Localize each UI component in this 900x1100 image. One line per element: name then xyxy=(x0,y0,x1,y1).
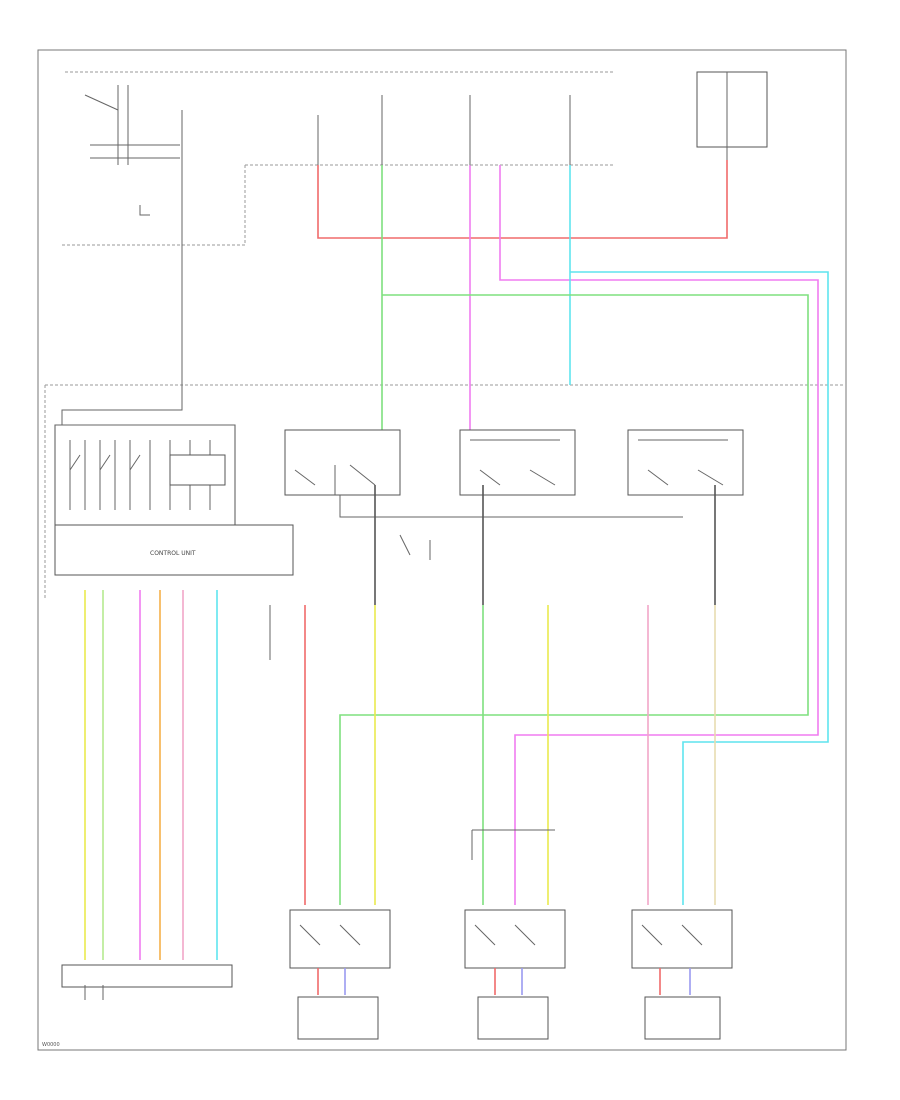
under-hood-fuse-box xyxy=(696,71,768,148)
right-rear-window-motor xyxy=(644,996,721,1040)
driver-switch-connector xyxy=(61,964,233,988)
violet-wire-loop xyxy=(499,165,819,905)
right-rear-window-switch xyxy=(631,909,733,969)
passenger-window-motor xyxy=(297,996,379,1040)
lock-switch xyxy=(399,534,431,560)
left-rear-window-motor xyxy=(477,996,549,1040)
passenger-window-switch xyxy=(289,909,391,969)
relay-box-boundary xyxy=(62,165,246,246)
control-unit-body xyxy=(54,524,294,576)
footer-code: W0000 xyxy=(42,1042,60,1048)
left-rear-switch-box xyxy=(459,429,576,496)
left-rear-window-switch xyxy=(464,909,566,969)
passenger-switch-box xyxy=(284,429,401,496)
ignition-relay xyxy=(84,85,180,216)
control-unit-label: CONTROL UNIT xyxy=(150,550,196,557)
green-wire-loop xyxy=(339,294,809,905)
cyan-wire-loop xyxy=(570,271,829,905)
ground-bus xyxy=(339,495,683,518)
control-unit: CONTROL UNIT xyxy=(54,424,294,576)
right-rear-switch-box xyxy=(627,429,744,496)
outer-frame xyxy=(37,49,847,1051)
red-power-wire xyxy=(317,160,728,239)
